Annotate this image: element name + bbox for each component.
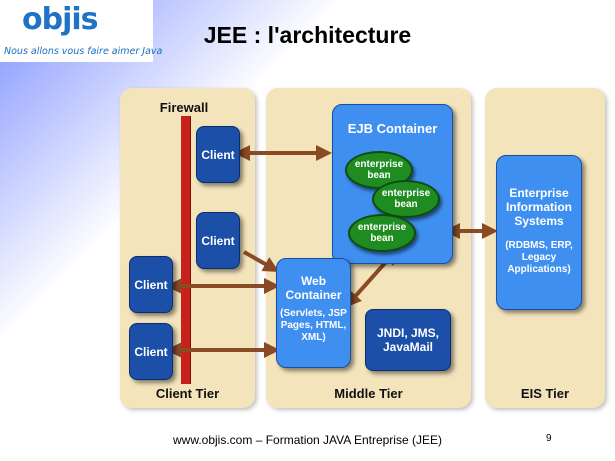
middle-tier-label: Middle Tier	[334, 386, 403, 401]
client-box-1: Client	[196, 126, 240, 183]
page-number: 9	[546, 433, 552, 444]
logo-area: objis Nous allons vous faire aimer Java	[0, 0, 162, 62]
client-box-3: Client	[129, 256, 173, 313]
web-container: Web Container (Servlets, JSP Pages, HTML…	[276, 258, 351, 368]
slide-title: JEE : l'architecture	[203, 22, 412, 48]
eis-box-title: Enterprise Information Systems	[506, 186, 572, 228]
slide-footer: www.objis.com – Formation JAVA Entrepris…	[173, 433, 442, 447]
client-box-2: Client	[196, 212, 240, 269]
enterprise-bean-3: enterprise bean	[348, 214, 416, 252]
eis-box-details: (RDBMS, ERP, Legacy Applications)	[505, 240, 573, 275]
logo-tagline: Nous allons vous faire aimer Java	[4, 46, 163, 57]
web-container-details: (Servlets, JSP Pages, HTML, XML)	[280, 308, 347, 343]
architecture-diagram: Client Tier Middle Tier EIS Tier Firewal…	[108, 80, 608, 415]
eis-tier-label: EIS Tier	[520, 386, 570, 401]
web-container-title: Web Container	[285, 274, 342, 302]
client-tier-label: Client Tier	[155, 386, 220, 401]
jndi-label: JNDI, JMS, JavaMail	[376, 326, 439, 354]
eis-box: Enterprise Information Systems (RDBMS, E…	[496, 155, 582, 310]
objis-logo: objis	[22, 2, 99, 37]
ejb-container-title: EJB Container	[347, 121, 438, 136]
firewall-bar	[181, 116, 191, 384]
client-box-4: Client	[129, 323, 173, 380]
enterprise-bean-2: enterprise bean	[372, 180, 440, 218]
firewall-label: Firewall	[159, 100, 209, 115]
jndi-jms-javamail-box: JNDI, JMS, JavaMail	[365, 309, 451, 371]
arrow-client2-web	[243, 250, 280, 272]
